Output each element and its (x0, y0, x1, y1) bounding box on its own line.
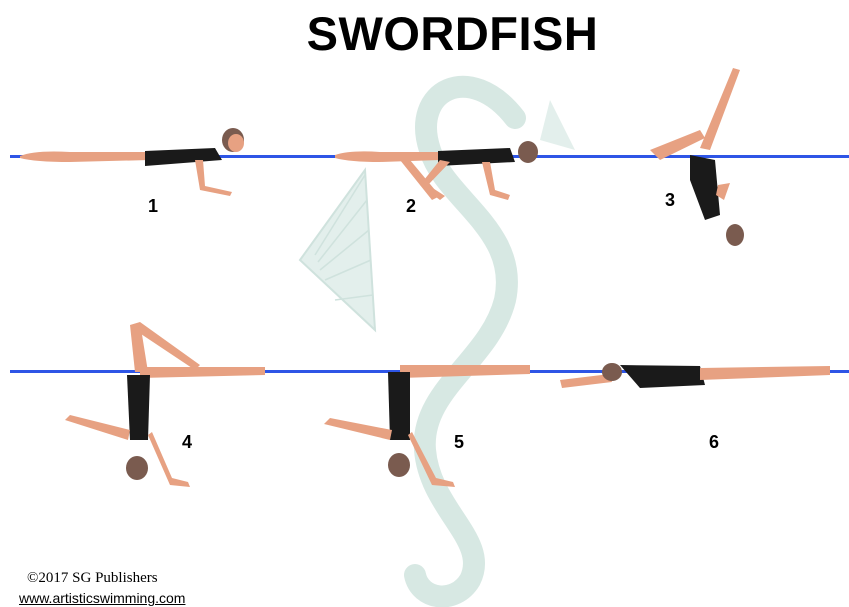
step-number-6: 6 (709, 432, 719, 453)
step-number-1: 1 (148, 196, 158, 217)
figure-step-2 (335, 141, 538, 200)
figure-step-4 (65, 322, 265, 487)
step-number-3: 3 (665, 190, 675, 211)
website-link[interactable]: www.artisticswimming.com (19, 590, 185, 606)
step-number-2: 2 (406, 196, 416, 217)
figure-step-5 (324, 365, 530, 487)
step-number-5: 5 (454, 432, 464, 453)
figure-step-6 (560, 363, 830, 388)
copyright-text: ©2017 SG Publishers (27, 570, 158, 587)
figure-step-3 (650, 68, 744, 246)
figure-step-1 (20, 128, 244, 196)
step-number-4: 4 (182, 432, 192, 453)
